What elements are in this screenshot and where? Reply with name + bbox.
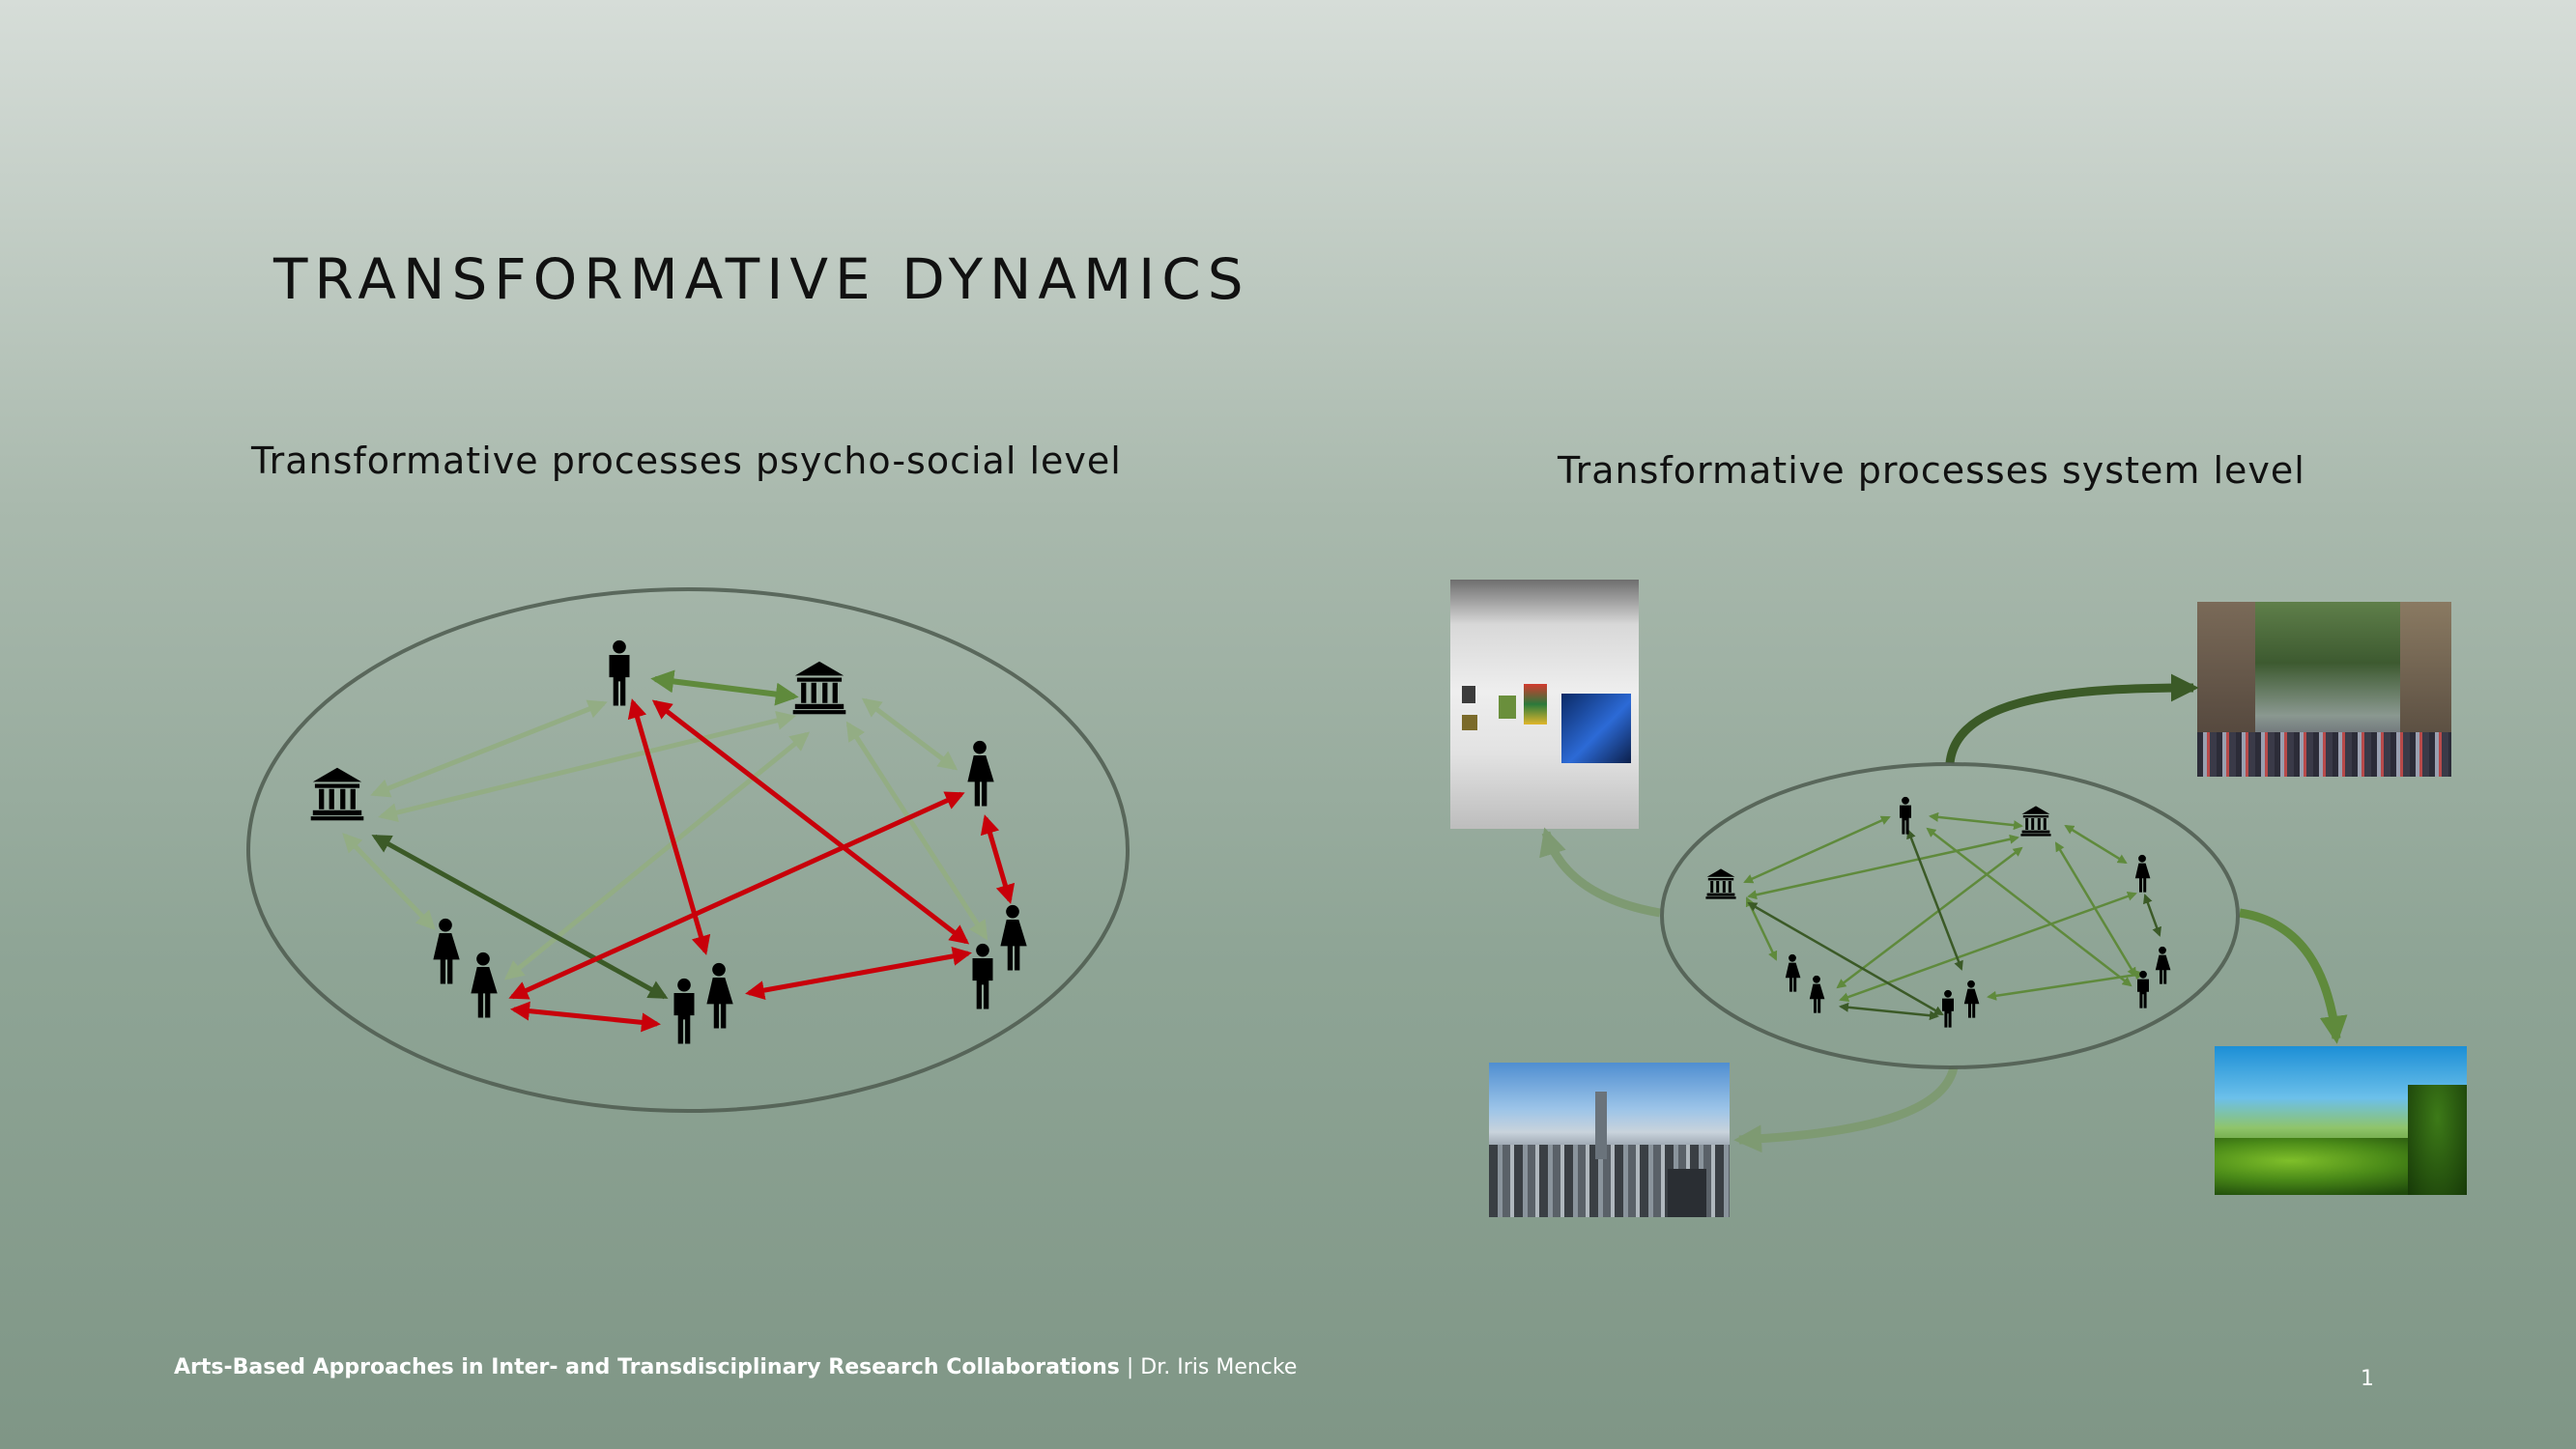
link-dark	[1906, 829, 1963, 971]
art-gallery-photo	[1450, 580, 1639, 829]
institution-icon	[2020, 806, 2051, 837]
man-icon	[673, 978, 695, 1044]
woman-icon	[1963, 980, 1980, 1018]
slide-footer: Arts-Based Approaches in Inter- and Tran…	[174, 1355, 1297, 1379]
man-icon	[1900, 796, 1911, 835]
institution-icon	[1705, 868, 1736, 899]
crowded-street-photo	[2197, 602, 2451, 777]
institution-icon	[310, 767, 364, 821]
link-red	[508, 791, 965, 1000]
woman-icon	[2134, 854, 2151, 893]
city-skyline-photo	[1489, 1063, 1730, 1217]
woman-icon	[706, 962, 733, 1029]
institution-icon	[792, 661, 846, 715]
tropical-forest-photo	[2215, 1046, 2467, 1195]
link-mid	[1836, 846, 2023, 989]
arrow-to-forest	[2239, 908, 2348, 1044]
arrow-to-gallery	[1539, 827, 1661, 918]
woman-icon	[2155, 946, 2171, 984]
link-light	[861, 697, 959, 771]
woman-icon	[433, 918, 460, 984]
left-diagram-heading: Transformative processes psycho-social l…	[251, 440, 1122, 482]
link-light	[342, 833, 436, 930]
link-mid	[2054, 841, 2137, 978]
link-red	[510, 1001, 661, 1033]
link-mid	[2064, 824, 2128, 865]
man-icon	[609, 639, 630, 706]
link-dark	[1747, 901, 1944, 1016]
arrow-to-city	[1733, 1065, 1959, 1153]
link-mid	[1743, 815, 1891, 884]
link-light	[370, 699, 608, 798]
link-dark	[2143, 894, 2161, 937]
link-red	[745, 947, 972, 1000]
right-diagram-heading: Transformative processes system level	[1558, 449, 2305, 492]
psycho-social-network	[246, 587, 1130, 1113]
link-light	[503, 731, 811, 980]
link-mid	[1987, 970, 2145, 1001]
footer-separator: |	[1119, 1355, 1141, 1379]
right-boundary-ellipse	[1660, 762, 2240, 1069]
page-number: 1	[2361, 1367, 2374, 1391]
man-icon	[972, 943, 993, 1009]
link-mid	[650, 669, 799, 706]
link-mid	[1929, 811, 2023, 831]
left-boundary-ellipse	[246, 587, 1130, 1113]
link-red	[980, 814, 1016, 904]
arrow-to-street	[1945, 673, 2199, 764]
woman-icon	[967, 740, 994, 807]
footer-author: Dr. Iris Mencke	[1140, 1355, 1298, 1379]
link-dark	[1839, 1002, 1939, 1021]
woman-icon	[1000, 904, 1027, 971]
link-mid	[1839, 892, 2137, 1002]
woman-icon	[1785, 953, 1801, 992]
slide-title: TRANSFORMATIVE DYNAMICS	[273, 246, 1250, 312]
footer-course-title: Arts-Based Approaches in Inter- and Tran…	[174, 1355, 1120, 1379]
system-level-network	[1539, 673, 2348, 1153]
man-icon	[1942, 989, 1954, 1028]
link-mid	[1745, 896, 1778, 961]
man-icon	[2137, 970, 2149, 1009]
link-dark	[371, 834, 669, 1000]
woman-icon	[1809, 975, 1825, 1013]
woman-icon	[471, 952, 498, 1018]
